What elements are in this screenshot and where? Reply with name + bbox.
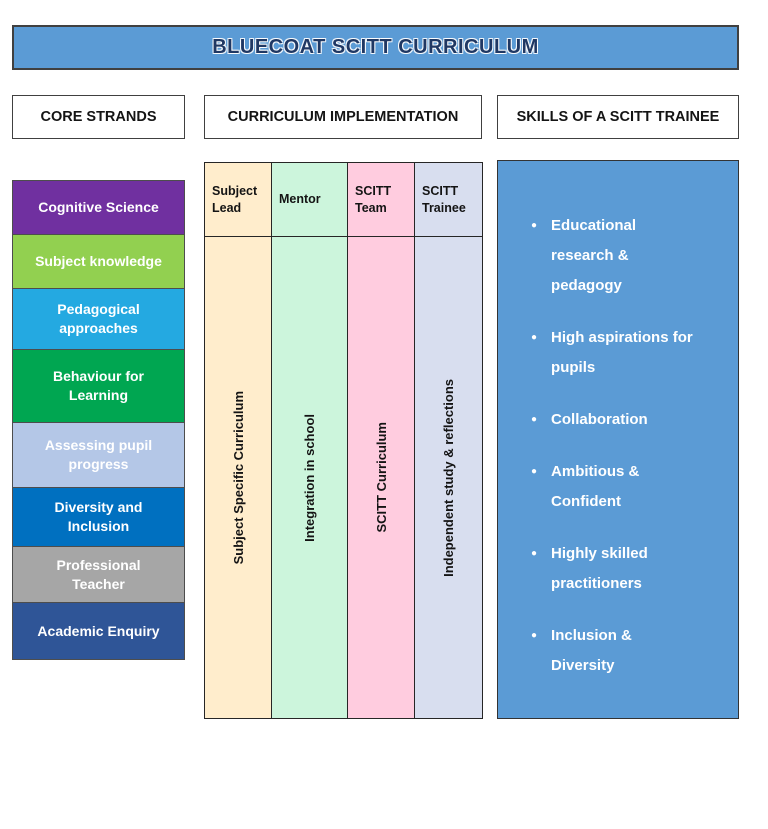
skill-list-item: ● Ambitious & Confident: [531, 457, 728, 517]
core-strand-label: Behaviour for Learning: [52, 368, 144, 403]
core-strand-label: Academic Enquiry: [37, 622, 160, 639]
core-strand-item: Assessing pupil progress: [12, 422, 185, 488]
bullet-dot-icon: ●: [531, 332, 538, 343]
core-strand-label: Pedagogical approaches: [57, 301, 140, 336]
skill-list-item: ● Highly skilled practitioners: [531, 539, 728, 599]
implementation-column-role: Mentor: [272, 162, 348, 237]
skill-list-item: ● Collaboration: [531, 405, 728, 435]
implementation-body-label: SCITT Curriculum: [373, 422, 389, 533]
core-strand-label: Cognitive Science: [38, 199, 159, 216]
implementation-column-role: SCITT Trainee: [415, 162, 483, 237]
curriculum-implementation-header-label: CURRICULUM IMPLEMENTATION: [227, 109, 459, 125]
core-strands-header-label: CORE STRANDS: [40, 109, 157, 125]
core-strands-stack: Cognitive Science Subject knowledge Peda…: [12, 180, 185, 660]
core-strand-item: Pedagogical approaches: [12, 288, 185, 350]
skill-label: Inclusion & Diversity: [551, 627, 632, 674]
implementation-body-label: Integration in school: [302, 413, 317, 542]
bullet-dot-icon: ●: [531, 548, 538, 559]
skill-list-item: ● Educational research & pedagogy: [531, 211, 728, 301]
implementation-role-label: SCITT Team: [355, 184, 392, 215]
skill-list-item: ● High aspirations for pupils: [531, 323, 728, 383]
core-strand-label: Assessing pupil progress: [44, 437, 153, 472]
skill-label: Highly skilled practitioners: [551, 545, 648, 592]
implementation-role-label: Mentor: [279, 192, 321, 207]
core-strand-item: Cognitive Science: [12, 180, 185, 235]
bullet-dot-icon: ●: [531, 220, 538, 231]
core-strand-item: Diversity and Inclusion: [12, 487, 185, 547]
implementation-body-label: Independent study & reflections: [441, 378, 456, 577]
implementation-column-body: Integration in school: [272, 237, 348, 719]
core-strand-item: Subject knowledge: [12, 234, 185, 289]
skill-label: High aspirations for pupils: [551, 329, 693, 376]
core-strand-label: Subject knowledge: [35, 253, 162, 270]
core-strand-label: Diversity and Inclusion: [54, 499, 143, 534]
curriculum-implementation-header: CURRICULUM IMPLEMENTATION: [204, 95, 482, 139]
curriculum-implementation-table: Subject Lead Subject Specific Curriculum…: [204, 162, 483, 719]
implementation-role-label: SCITT Trainee: [422, 184, 466, 215]
bullet-dot-icon: ●: [531, 466, 538, 477]
implementation-column-role: SCITT Team: [348, 162, 415, 237]
core-strand-label: Professional Teacher: [56, 556, 141, 592]
skills-panel: ● Educational research & pedagogy ● High…: [497, 160, 739, 719]
skill-label: Educational research & pedagogy: [551, 217, 637, 294]
skill-list-item: ● Inclusion & Diversity: [531, 621, 728, 681]
implementation-column: SCITT Trainee Independent study & reflec…: [415, 162, 483, 719]
implementation-role-label: Subject Lead: [212, 184, 258, 215]
skill-label: Ambitious & Confident: [551, 463, 640, 510]
bullet-dot-icon: ●: [531, 630, 538, 641]
implementation-column: Subject Lead Subject Specific Curriculum: [204, 162, 272, 719]
skills-list: ● Educational research & pedagogy ● High…: [498, 161, 738, 681]
implementation-column-body: Subject Specific Curriculum: [204, 237, 272, 719]
core-strand-item: Behaviour for Learning: [12, 349, 185, 423]
implementation-column-body: Independent study & reflections: [415, 237, 483, 719]
implementation-column: SCITT Team SCITT Curriculum: [348, 162, 415, 719]
implementation-column: Mentor Integration in school: [272, 162, 348, 719]
core-strand-item: Academic Enquiry: [12, 602, 185, 660]
skill-label: Collaboration: [551, 411, 648, 428]
core-strands-header: CORE STRANDS: [12, 95, 185, 139]
page-title: BLUECOAT SCITT CURRICULUM: [212, 36, 539, 58]
bullet-dot-icon: ●: [531, 414, 538, 425]
implementation-column-body: SCITT Curriculum: [348, 237, 415, 719]
skills-header-label: SKILLS OF A SCITT TRAINEE: [516, 109, 720, 125]
skills-header: SKILLS OF A SCITT TRAINEE: [497, 95, 739, 139]
title-banner: BLUECOAT SCITT CURRICULUM: [12, 25, 739, 70]
core-strand-item: Professional Teacher: [12, 546, 185, 603]
implementation-column-role: Subject Lead: [204, 162, 272, 237]
implementation-body-label: Subject Specific Curriculum: [230, 390, 246, 565]
